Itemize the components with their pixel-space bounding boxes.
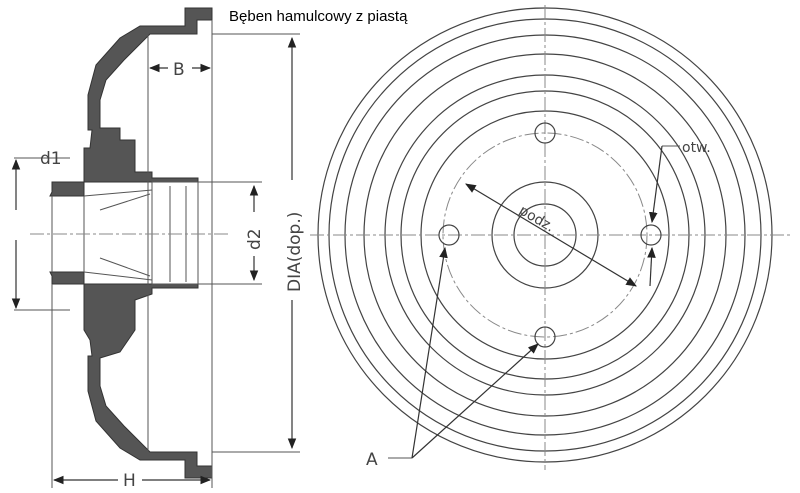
front-view: podz. otw. A <box>310 5 790 470</box>
dim-DIA-label: DIA(dop.) <box>285 212 305 292</box>
label-A: A <box>366 450 378 470</box>
bearing-cone-2 <box>99 257 151 277</box>
dim-otw-label: otw. <box>682 140 711 156</box>
drum-section-lower <box>49 271 213 479</box>
bearing-cone-1 <box>99 193 151 211</box>
bolt-hole-bottom <box>534 326 556 348</box>
bore-taper-bottom <box>83 271 153 281</box>
dim-d2-label: d2 <box>245 228 265 250</box>
dim-B-label: B <box>173 60 185 80</box>
bore-taper-top <box>83 189 153 197</box>
dim-podz-label: podz. <box>516 203 557 236</box>
otw-leader <box>648 145 663 224</box>
dim-H-label: H <box>123 471 136 491</box>
bolt-hole-top <box>534 122 556 144</box>
dim-d1-label: d1 <box>40 149 62 169</box>
side-section-view: B d1 d2 DIA(dop.) H <box>11 7 305 491</box>
bolt-hole-left <box>438 224 460 246</box>
dim-podz-line <box>465 183 637 287</box>
A-leader-1 <box>411 246 448 459</box>
A-leader-2 <box>411 343 539 459</box>
drawing-title: Bęben hamulcowy z piastą <box>229 8 408 25</box>
otw-leader-2 <box>647 246 656 287</box>
bolt-hole-right <box>640 224 662 246</box>
bearing-seat <box>151 181 199 285</box>
dim-B-bg <box>168 58 192 78</box>
drum-section-upper <box>49 7 213 197</box>
